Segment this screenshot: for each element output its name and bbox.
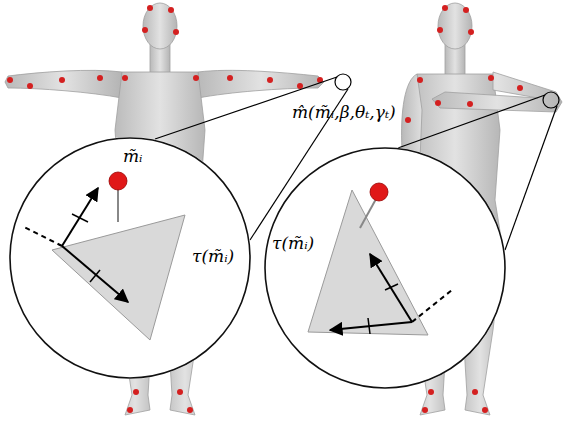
circle-border <box>10 138 250 378</box>
zoom-line <box>505 106 557 250</box>
marker-dot <box>142 27 148 33</box>
marker-dot <box>168 7 174 13</box>
marker-dot <box>177 389 183 395</box>
math-label: m̃ᵢ <box>123 146 143 166</box>
marker-ball <box>109 172 127 190</box>
marker-dot <box>133 389 139 395</box>
marker-stick <box>117 188 119 222</box>
axis-tick <box>90 270 100 282</box>
marker-dot <box>463 7 469 13</box>
axis-arrow <box>370 254 412 322</box>
mesh-triangle <box>308 190 428 335</box>
marker-dot <box>517 85 523 91</box>
marker-dot <box>127 407 133 413</box>
zoom-circle: m̃ᵢ τ(m̃ᵢ) <box>9 137 251 379</box>
marker-dot <box>488 75 494 81</box>
marker-dot <box>482 407 488 413</box>
axis-arrow <box>330 322 412 330</box>
math-label: τ(m̃ᵢ) <box>192 246 234 266</box>
marker-dot <box>422 407 428 413</box>
marker-dot <box>147 5 153 11</box>
head <box>438 3 472 49</box>
axis-arrow <box>62 246 128 302</box>
marker-dot <box>7 77 13 83</box>
axis-tick <box>368 318 370 334</box>
local-axes <box>22 188 128 302</box>
triangle-frame-posed <box>308 183 452 335</box>
zoom-spot <box>543 92 559 108</box>
axis-tick <box>72 214 88 222</box>
marker-dot <box>187 407 193 413</box>
marker-dot <box>472 389 478 395</box>
head <box>143 3 177 49</box>
marker-dots <box>7 5 523 413</box>
marker-dot <box>417 77 423 83</box>
triangle-frame-neutral <box>22 172 185 340</box>
axis-dashed <box>22 226 62 246</box>
zoom-disc <box>9 137 251 379</box>
arm <box>5 70 122 98</box>
arm <box>432 72 562 112</box>
zoom-circle: m̂(m̃ᵢ,β,θₜ,γₜ) τ(m̃ᵢ) <box>262 98 508 391</box>
marker-dot <box>27 83 33 89</box>
axis-dashed <box>412 290 452 322</box>
zoom-spot <box>335 74 351 90</box>
marker-stick <box>360 199 376 228</box>
marker-dot <box>267 77 273 83</box>
marker-dot <box>435 100 441 106</box>
marker-dot <box>297 83 303 89</box>
marker-ball <box>370 183 388 201</box>
marker-dot <box>467 101 473 107</box>
marker-dot <box>59 77 65 83</box>
marker-dot <box>442 5 448 11</box>
marker-dot <box>97 75 103 81</box>
marker-dot <box>428 389 434 395</box>
axis-arrow <box>62 188 98 246</box>
axis-tick <box>385 284 398 290</box>
zoom-line <box>398 95 545 148</box>
marker-dot <box>405 117 411 123</box>
math-label: τ(m̃ᵢ) <box>272 233 314 253</box>
arm <box>198 70 324 98</box>
marker-dot <box>193 75 199 81</box>
mesh-triangle <box>52 215 185 340</box>
marker-dot <box>468 29 474 35</box>
math-label: m̂(m̃ᵢ,β,θₜ,γₜ) <box>292 102 396 122</box>
local-axes <box>330 254 452 334</box>
marker-dot <box>122 75 128 81</box>
marker-dot <box>173 29 179 35</box>
circle-border <box>265 148 505 388</box>
zoom-disc <box>264 147 506 389</box>
marker-dot <box>437 27 443 33</box>
marker-dot <box>227 75 233 81</box>
body-figure-tpose <box>5 3 324 415</box>
